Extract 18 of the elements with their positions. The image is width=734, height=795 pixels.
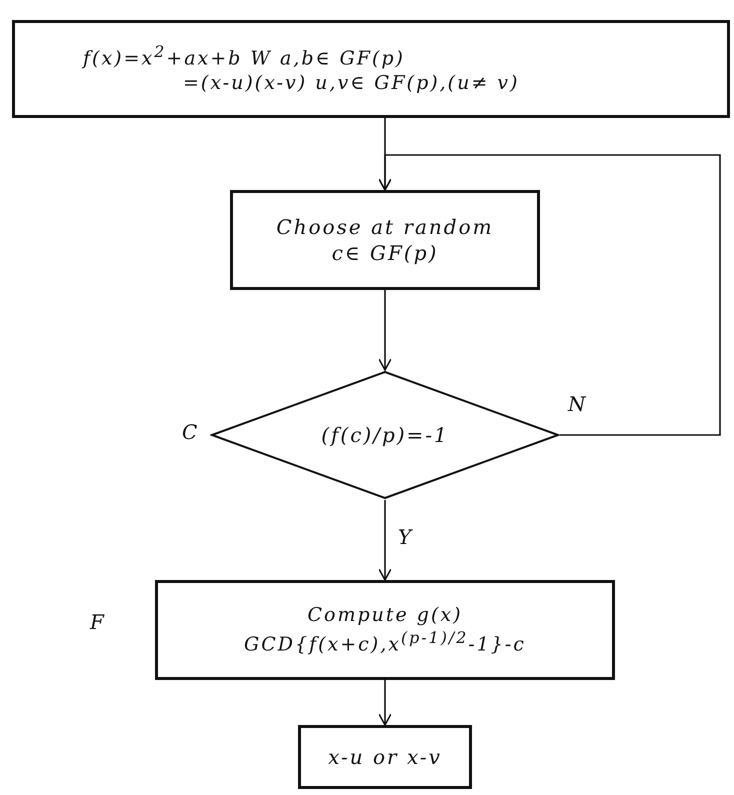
node-label: C (182, 420, 198, 444)
process-box (298, 725, 472, 789)
process-box (230, 190, 540, 290)
process-box (155, 580, 615, 680)
node-label: F (90, 610, 104, 634)
node-text: Choose at random c∈ GF(p) (275, 214, 495, 266)
process-box (12, 20, 730, 118)
node-text: =(x-u)(x-v) u,v∈ GF(p),(u≠ v) (182, 71, 520, 96)
node-text: (f(c)/p)=-1 (321, 422, 449, 448)
node-text: x-u or x-v (328, 744, 442, 770)
decision-diamond (210, 370, 560, 500)
arrow (378, 500, 392, 581)
node-text: f(x)=x$^{2}$+ax+b W a,b∈ GF(p) (80, 42, 405, 72)
arrow (378, 680, 392, 726)
node-text: GCD{f(x+c),x$^{(p-1)/2}$-1}-c (244, 628, 526, 657)
node-text: Compute g(x) (307, 603, 462, 628)
arrow (378, 154, 721, 436)
arrow (378, 290, 392, 371)
